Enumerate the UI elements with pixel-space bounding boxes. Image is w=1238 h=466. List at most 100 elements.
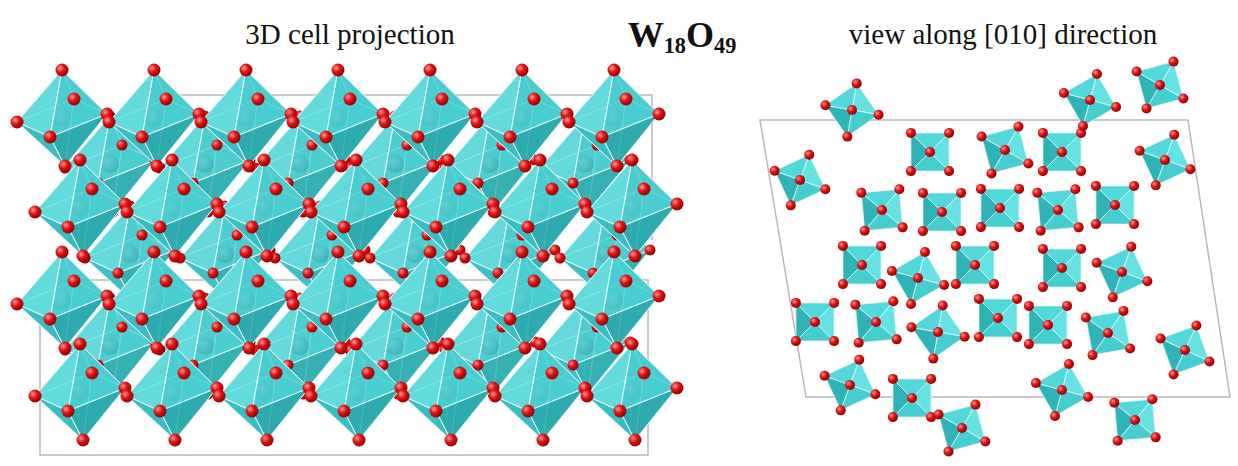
oxygen-atom xyxy=(938,300,948,310)
oxygen-atom xyxy=(608,64,621,77)
octahedron-projection xyxy=(1109,394,1160,445)
oxygen-atom xyxy=(362,183,375,196)
octahedron xyxy=(213,154,316,263)
oxygen-atom xyxy=(430,221,443,234)
oxygen-atom xyxy=(246,405,259,418)
octahedron-face xyxy=(620,388,677,440)
oxygen-atom xyxy=(913,273,923,283)
oxygen-atom xyxy=(442,154,455,167)
oxygen-atom xyxy=(876,279,886,289)
oxygen-atom xyxy=(1169,130,1179,140)
oxygen-atom xyxy=(1135,146,1145,156)
oxygen-atom xyxy=(1076,282,1086,292)
oxygen-atom xyxy=(11,116,24,129)
oxygen-atom xyxy=(820,100,830,110)
oxygen-atom xyxy=(877,205,887,215)
octahedron-face xyxy=(528,204,585,256)
oxygen-atom xyxy=(804,150,814,160)
oxygen-atom xyxy=(856,188,866,198)
octahedron-projection xyxy=(820,355,881,416)
octahedron-projection xyxy=(1038,128,1086,176)
oxygen-atom xyxy=(471,298,484,311)
oxygen-atom xyxy=(770,166,780,176)
oxygen-atom xyxy=(252,275,265,288)
oxygen-atom xyxy=(951,241,961,251)
oxygen-atom xyxy=(213,206,226,219)
oxygen-atom xyxy=(44,313,57,326)
oxygen-atom xyxy=(614,221,627,234)
oxygen-atom xyxy=(1169,57,1179,67)
oxygen-atom xyxy=(252,93,265,106)
octahedron-face xyxy=(234,114,291,166)
oxygen-atom xyxy=(151,160,164,173)
oxygen-atom xyxy=(213,390,226,403)
oxygen-atom xyxy=(228,131,241,144)
oxygen-atom xyxy=(398,268,409,279)
oxygen-atom xyxy=(671,382,684,395)
oxygen-atom xyxy=(62,405,75,418)
oxygen-atom xyxy=(212,322,223,333)
octahedron xyxy=(489,338,592,447)
octahedron xyxy=(121,338,224,447)
oxygen-atom xyxy=(791,298,801,308)
oxygen-atom xyxy=(626,154,639,167)
oxygen-atom xyxy=(874,110,884,120)
oxygen-atom xyxy=(365,253,376,264)
oxygen-atom xyxy=(121,390,134,403)
octahedron-face xyxy=(142,114,199,166)
oxygen-atom xyxy=(995,203,1005,213)
octahedron xyxy=(121,154,224,263)
oxygen-atom xyxy=(546,183,559,196)
oxygen-atom xyxy=(522,405,535,418)
oxygen-atom xyxy=(1036,226,1046,236)
oxygen-atom xyxy=(989,279,999,289)
octahedron-face xyxy=(160,204,217,256)
oxygen-atom xyxy=(1147,394,1157,404)
oxygen-atom xyxy=(563,116,576,129)
oxygen-atom xyxy=(1191,321,1201,331)
oxygen-atom xyxy=(59,342,72,355)
oxygen-atom xyxy=(925,147,935,157)
oxygen-atom xyxy=(136,131,149,144)
oxygen-atom xyxy=(1118,306,1128,316)
oxygen-atom xyxy=(1110,200,1120,210)
oxygen-atom xyxy=(1038,282,1048,292)
panel-label: view along [010] direction xyxy=(849,18,1157,51)
oxygen-atom xyxy=(528,93,541,106)
oxygen-atom xyxy=(335,342,348,355)
octahedron xyxy=(379,246,482,355)
octahedron-projection xyxy=(1092,242,1153,303)
octahedron-projection xyxy=(1031,359,1093,421)
oxygen-atom xyxy=(86,183,99,196)
oxygen-atom xyxy=(1113,436,1123,446)
oxygen-atom xyxy=(546,367,559,380)
octahedron-projection xyxy=(976,184,1024,232)
oxygen-atom xyxy=(528,275,541,288)
oxygen-atom xyxy=(611,342,624,355)
oxygen-atom xyxy=(1059,88,1069,98)
oxygen-atom xyxy=(620,93,633,106)
octahedron-projection xyxy=(1081,306,1135,360)
oxygen-atom xyxy=(1091,181,1101,191)
octahedron xyxy=(287,246,390,355)
oxygen-atom xyxy=(537,434,550,447)
octahedron-projection xyxy=(856,184,907,235)
oxygen-atom xyxy=(653,290,666,303)
octahedron xyxy=(305,154,408,263)
oxygen-atom xyxy=(270,183,283,196)
octahedron-face xyxy=(344,388,401,440)
oxygen-atom xyxy=(1180,345,1190,355)
oxygen-atom xyxy=(534,154,547,167)
octahedron xyxy=(195,246,298,355)
oxygen-atom xyxy=(534,338,547,351)
oxygen-atom xyxy=(1125,343,1135,353)
octahedron-face xyxy=(528,388,585,440)
oxygen-atom xyxy=(103,298,116,311)
oxygen-atom xyxy=(154,221,167,234)
oxygen-atom xyxy=(117,140,128,151)
oxygen-atom xyxy=(1012,294,1022,304)
oxygen-atom xyxy=(1088,350,1098,360)
oxygen-atom xyxy=(379,116,392,129)
octahedron-face xyxy=(620,204,677,256)
oxygen-atom xyxy=(608,246,621,259)
